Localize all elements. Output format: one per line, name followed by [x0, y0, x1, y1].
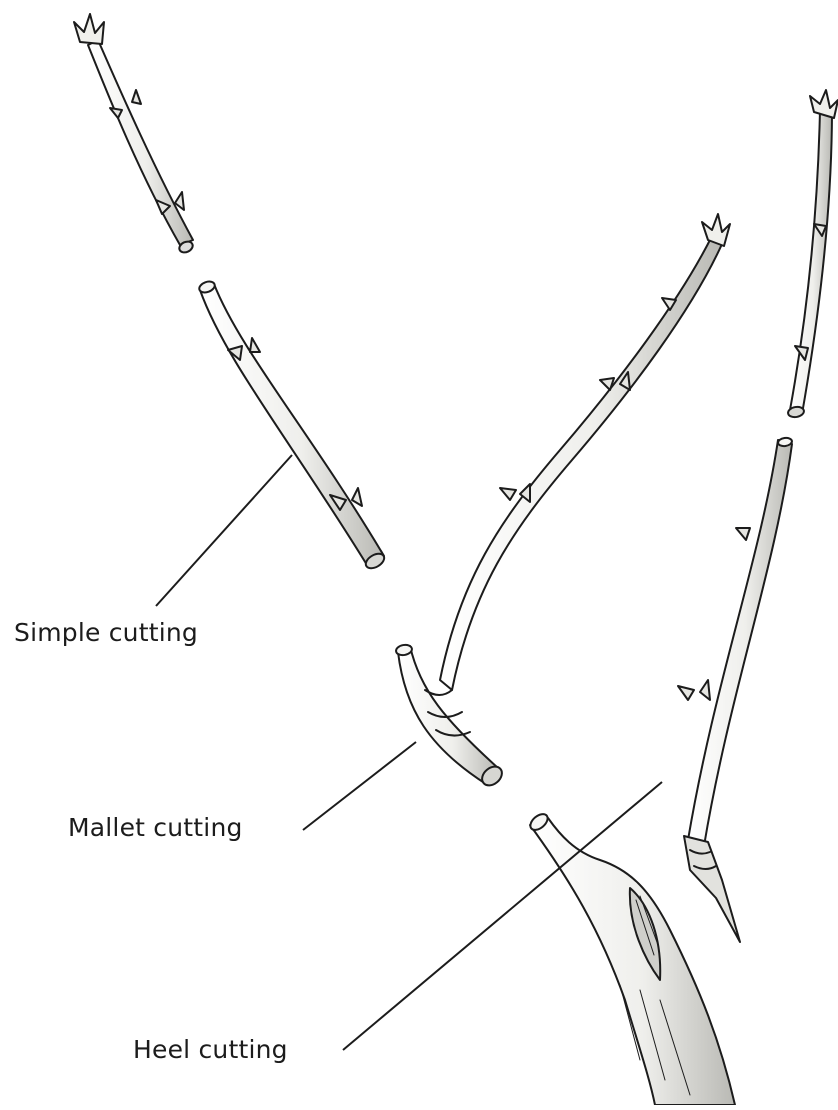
mallet-cutting-stem [395, 214, 730, 789]
simple-cutting-leader-line [156, 455, 292, 606]
simple-cutting-tip-segment [74, 14, 194, 254]
heel-cutting-stem [678, 437, 792, 942]
heel-cutting-tip-segment [787, 90, 838, 418]
simple-cutting-label: Simple cutting [14, 618, 198, 647]
mallet-cutting-label: Mallet cutting [68, 813, 243, 842]
mallet-cutting-leader-line [303, 742, 416, 830]
heel-cutting-label: Heel cutting [133, 1035, 288, 1064]
